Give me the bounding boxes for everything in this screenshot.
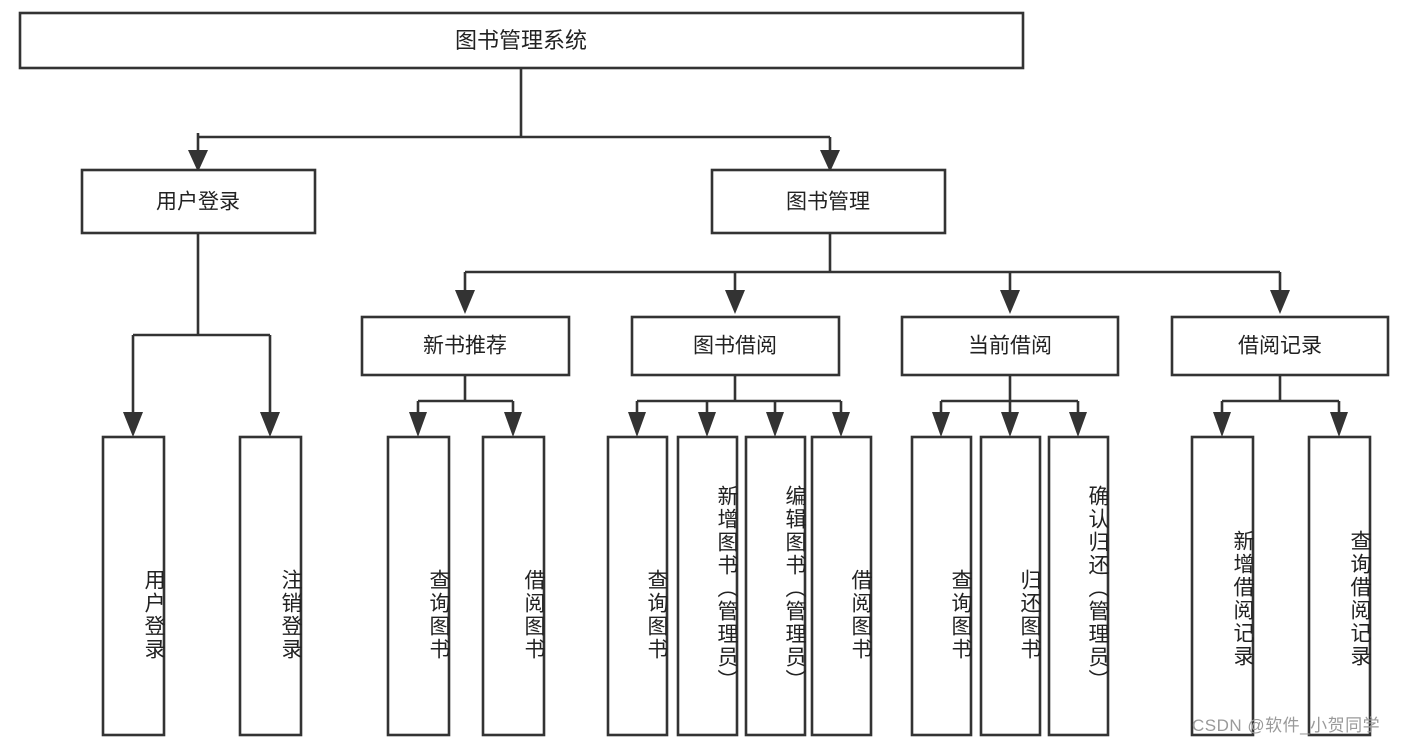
arrow-record-l1 <box>1213 412 1231 437</box>
leaf-box-book-borrow-2[interactable] <box>676 435 739 737</box>
leaf-box-book-borrow-4[interactable] <box>810 435 873 737</box>
node-current-borrow-box[interactable] <box>900 315 1120 377</box>
node-user-login-box[interactable] <box>80 168 317 235</box>
arrow-newbook-l1 <box>409 412 427 437</box>
arrow-current-l1 <box>932 412 950 437</box>
connector-layer <box>123 68 1348 437</box>
node-book-manage-label: 图书管理 <box>786 191 870 214</box>
node-root-label: 图书管理系统 <box>455 28 587 53</box>
node-book-borrow[interactable]: 图书借阅 <box>630 315 841 377</box>
arrow-bookmanage-c2 <box>725 290 745 314</box>
node-current-borrow[interactable]: 当前借阅 <box>900 315 1120 377</box>
node-book-borrow-label: 图书借阅 <box>693 335 777 358</box>
arrow-current-l3 <box>1069 412 1087 437</box>
node-borrow-record-label: 借阅记录 <box>1238 335 1322 358</box>
node-borrow-record[interactable]: 借阅记录 <box>1170 315 1390 377</box>
arrow-userlogin-leaf1 <box>123 412 143 437</box>
node-current-borrow-label: 当前借阅 <box>968 335 1052 358</box>
leaf-box-user-login-1[interactable] <box>101 435 166 737</box>
node-user-login[interactable]: 用户登录 <box>80 168 317 235</box>
leaf-box-borrow-record-1[interactable] <box>1190 435 1255 737</box>
arrow-root-to-user-login <box>188 150 208 172</box>
leaf-box-user-login-2[interactable] <box>238 435 303 737</box>
arrow-record-l2 <box>1330 412 1348 437</box>
node-root-box[interactable] <box>18 11 1025 70</box>
node-book-manage[interactable]: 图书管理 <box>710 168 947 235</box>
arrow-borrow-l1 <box>628 412 646 437</box>
arrow-bookmanage-c3 <box>1000 290 1020 314</box>
node-book-borrow-box[interactable] <box>630 315 841 377</box>
node-book-manage-box[interactable] <box>710 168 947 235</box>
arrow-borrow-l2 <box>698 412 716 437</box>
leaf-box-new-book-rec-1[interactable] <box>386 435 451 737</box>
arrow-current-l2 <box>1001 412 1019 437</box>
leaf-box-book-borrow-3[interactable] <box>744 435 807 737</box>
arrow-newbook-l2 <box>504 412 522 437</box>
arrow-borrow-l3 <box>766 412 784 437</box>
leaf-box-new-book-rec-2[interactable] <box>481 435 546 737</box>
arrow-bookmanage-c1 <box>455 290 475 314</box>
leaf-box-current-borrow-3[interactable] <box>1047 435 1110 737</box>
node-new-book-rec-label: 新书推荐 <box>423 335 507 358</box>
node-root[interactable]: 图书管理系统 <box>18 11 1025 70</box>
leaf-box-borrow-record-2[interactable] <box>1307 435 1372 737</box>
node-user-login-label: 用户登录 <box>156 191 240 214</box>
leaf-box-book-borrow-1[interactable] <box>606 435 669 737</box>
arrow-bookmanage-c4 <box>1270 290 1290 314</box>
leaf-box-current-borrow-2[interactable] <box>979 435 1042 737</box>
arrow-borrow-l4 <box>832 412 850 437</box>
arrow-userlogin-leaf2 <box>260 412 280 437</box>
leaf-box-current-borrow-1[interactable] <box>910 435 973 737</box>
arrow-root-to-book-manage <box>820 150 840 172</box>
node-new-book-rec-box[interactable] <box>360 315 571 377</box>
node-borrow-record-box[interactable] <box>1170 315 1390 377</box>
node-new-book-rec[interactable]: 新书推荐 <box>360 315 571 377</box>
